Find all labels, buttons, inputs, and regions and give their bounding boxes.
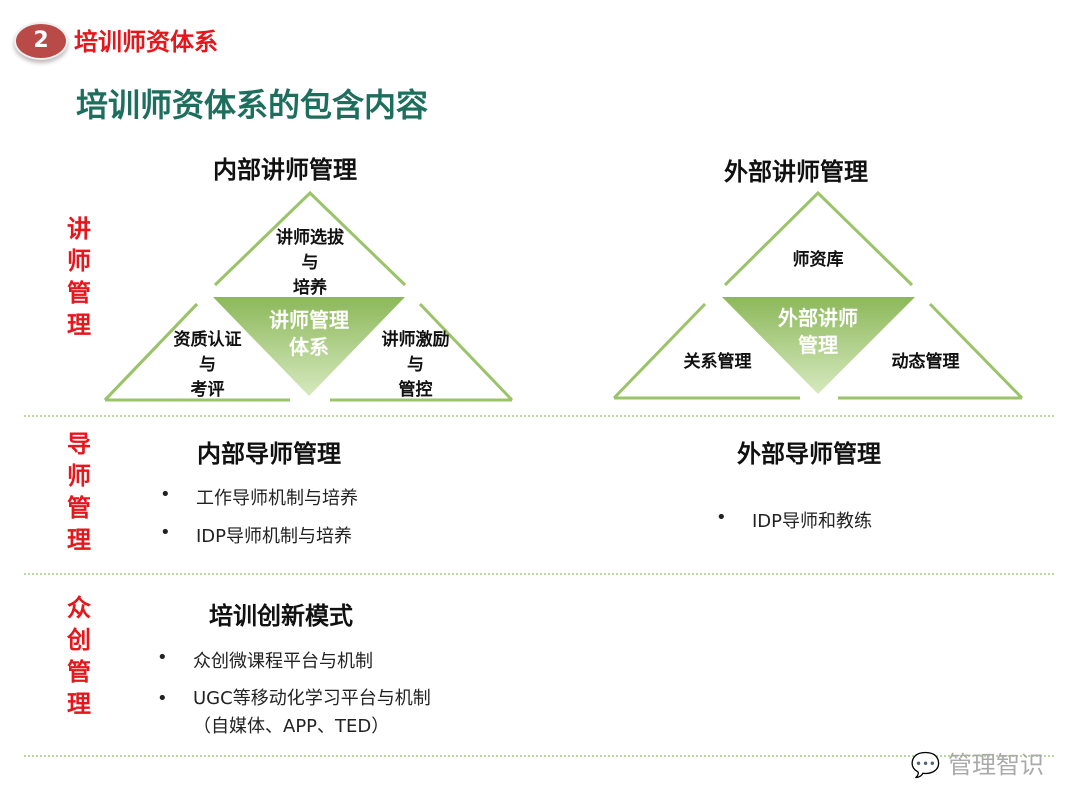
triangle-top-left-group — [213, 190, 407, 287]
section-number-badge: 2 — [14, 22, 68, 60]
line: 与 — [199, 355, 216, 375]
bullet-icon: • — [716, 507, 727, 528]
bullet-icon: • — [157, 647, 168, 668]
char: 管 — [67, 279, 91, 307]
bullet-text: IDP导师机制与培养 — [196, 526, 353, 547]
external-top-label: 师资库 — [792, 250, 844, 270]
divider — [24, 573, 1054, 575]
line: 讲师激励 — [381, 330, 450, 350]
char: 理 — [67, 526, 91, 554]
bullet-item: • IDP导师和教练 — [716, 507, 873, 533]
side-label-lecturer: 讲师管理 — [64, 213, 94, 341]
center-triangle-external — [722, 297, 915, 394]
bullet-text: UGC等移动化学习平台与机制（自媒体、APP、TED） — [193, 688, 431, 737]
bullet-icon: • — [160, 484, 171, 505]
char: 师 — [67, 462, 91, 490]
line: 讲师选拔 — [276, 228, 344, 248]
side-label-mentor: 导师管理 — [64, 428, 94, 556]
bullet-text: 工作导师机制与培养 — [196, 488, 358, 509]
line: 培养 — [293, 278, 327, 298]
char: 导 — [67, 430, 91, 458]
wechat-icon: 💬 — [910, 751, 941, 779]
line: 考评 — [190, 380, 225, 400]
bullet-text: 众创微课程平台与机制 — [193, 651, 373, 672]
line: 管控 — [398, 380, 433, 400]
line: 资质认证 — [173, 330, 242, 350]
line: 管理 — [798, 333, 838, 357]
char: 理 — [67, 311, 91, 339]
char: 管 — [67, 658, 91, 686]
line: 与 — [301, 253, 319, 273]
internal-center-label: 讲师管理体系 — [249, 307, 369, 361]
line: 与 — [407, 355, 424, 375]
bullet-item: • IDP导师机制与培养 — [160, 522, 353, 548]
divider — [24, 755, 1054, 757]
divider — [24, 415, 1054, 417]
bullet-icon: • — [157, 688, 168, 709]
bullet-item: • 众创微课程平台与机制 — [157, 647, 373, 673]
line: 外部讲师 — [778, 306, 858, 330]
center-triangle-internal — [213, 297, 405, 396]
char: 理 — [67, 690, 91, 718]
char: 师 — [67, 247, 91, 275]
external-mentor-heading: 外部导师管理 — [737, 440, 881, 468]
internal-right-label: 讲师激励与管控 — [358, 328, 473, 403]
internal-lecturer-heading: 内部讲师管理 — [213, 156, 357, 184]
watermark-text: 管理智识 — [948, 751, 1044, 779]
bullet-item: • 工作导师机制与培养 — [160, 484, 358, 510]
side-label-crowd: 众创管理 — [64, 592, 94, 720]
internal-top-label: 讲师选拔与培养 — [250, 226, 370, 301]
section-title: 培训师资体系 — [74, 28, 218, 56]
external-center-label: 外部讲师管理 — [758, 305, 878, 359]
watermark: 💬 管理智识 — [910, 745, 1044, 780]
bullet-item: • UGC等移动化学习平台与机制（自媒体、APP、TED） — [157, 685, 463, 741]
internal-left-label: 资质认证与考评 — [150, 328, 265, 403]
line: 讲师管理 — [269, 308, 349, 332]
external-right-label: 动态管理 — [891, 352, 960, 372]
external-lecturer-heading: 外部讲师管理 — [724, 158, 868, 186]
external-left-label: 关系管理 — [683, 352, 752, 372]
char: 创 — [67, 626, 91, 654]
line: 体系 — [289, 335, 329, 359]
char: 管 — [67, 494, 91, 522]
bullet-text: IDP导师和教练 — [752, 511, 873, 532]
internal-mentor-heading: 内部导师管理 — [197, 440, 341, 468]
char: 讲 — [67, 215, 91, 243]
char: 众 — [67, 594, 91, 622]
innovation-heading: 培训创新模式 — [209, 602, 353, 630]
bullet-icon: • — [160, 522, 171, 543]
page-title: 培训师资体系的包含内容 — [76, 86, 429, 124]
